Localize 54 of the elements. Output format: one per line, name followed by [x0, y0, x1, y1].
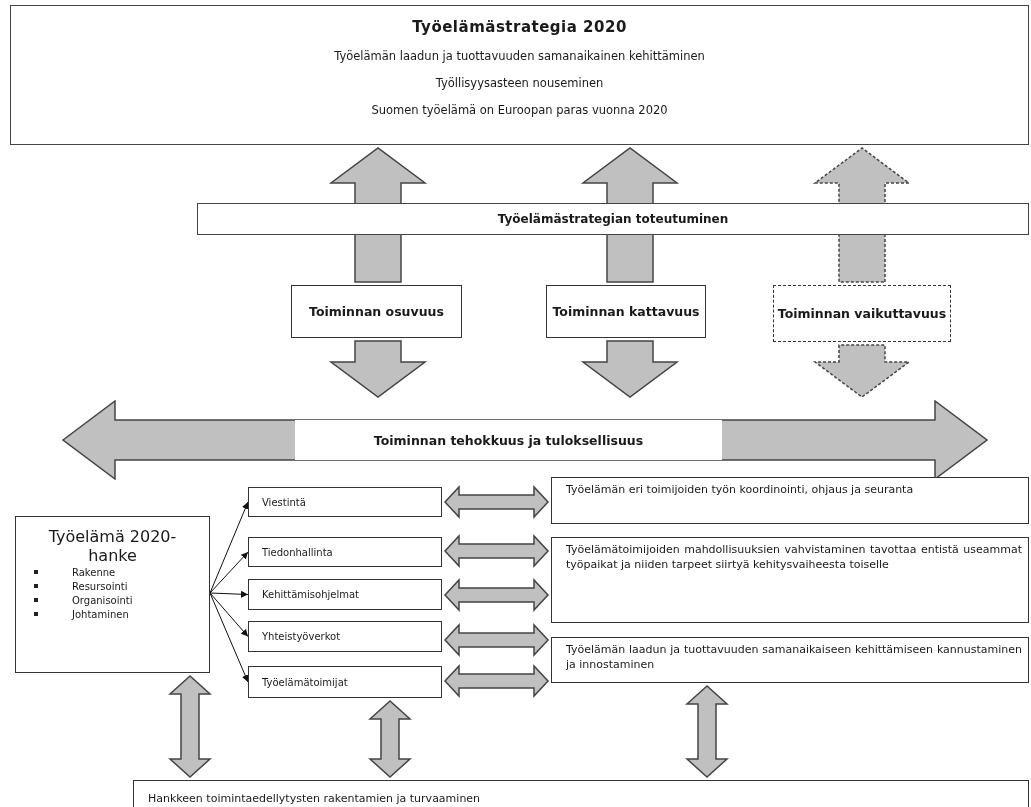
block-arrow [328, 340, 428, 398]
box-label: Työelämätoimijat [262, 676, 348, 688]
box-label: Työelämätoimijoiden mahdollisuuksien vahvistaminen tavottaa entistä useammat työpaikat ja niiden tarpeet siirtyä kehitysvaiheesta toiselle [566, 543, 1022, 572]
box-label: Toiminnan kattavuus [552, 304, 700, 319]
goal-box [10, 5, 1029, 145]
process-box [773, 285, 951, 342]
box-label: Toiminnan vaikuttavuus [777, 306, 947, 321]
process-box [248, 487, 442, 517]
box-label: Viestintä [262, 496, 306, 508]
box-label: Kehittämisohjelmat [262, 589, 359, 600]
box-label: Työelämän laadun ja tuottavuuden samanaikaiseen kehittämiseen kannustaminen ja innostaminen [566, 643, 1022, 672]
arrow [209, 501, 249, 594]
project-box [15, 516, 210, 673]
goal-text: Suomen työelämä on Euroopan paras vuonna 2020 [371, 103, 668, 117]
process-box [291, 285, 462, 338]
description-box [551, 637, 1029, 683]
list-item: Resursointi [72, 580, 128, 592]
box-label: Työelämästrategian toteutuminen [497, 212, 729, 226]
project-title: Työelämä 2020-hanke [47, 527, 178, 565]
double-block-arrow [443, 623, 550, 657]
double-block-arrow [168, 675, 212, 778]
list-item: Organisointi [72, 594, 133, 606]
process-box [248, 621, 442, 652]
list-item: Rakenne [72, 566, 116, 578]
process-box [546, 285, 706, 338]
box-label: Työelämän eri toimijoiden työn koordinointi, ohjaus ja seuranta [566, 483, 915, 498]
arrow [209, 551, 249, 594]
box-label: Hankkeen toimintaedellytysten rakentamien ja turvaaminen [148, 792, 481, 805]
double-block-arrow [443, 485, 550, 519]
box-label: Tiedonhallinta [262, 546, 333, 558]
band-label: Toiminnan tehokkuus ja tuloksellisuus [295, 420, 722, 460]
process-box [248, 579, 442, 610]
process-box [248, 537, 442, 567]
list-item: Johtaminen [72, 608, 129, 620]
block-arrow [812, 344, 912, 398]
double-block-arrow [443, 578, 550, 612]
goal-text: Työelämän laadun ja tuottavuuden samanaikainen kehittäminen [334, 49, 705, 63]
double-block-arrow [368, 700, 412, 778]
strategy-band [197, 203, 1029, 235]
process-box [248, 666, 442, 698]
double-block-arrow [443, 664, 550, 698]
box-label: Toiminnan osuvuus [309, 304, 444, 319]
arrow [209, 592, 249, 637]
description-box [551, 537, 1029, 623]
foundation-box [133, 780, 1029, 807]
arrow [209, 590, 249, 598]
arrow [209, 592, 249, 683]
description-box [551, 477, 1029, 524]
box-label: Yhteistyöverkot [262, 631, 341, 642]
double-block-arrow [685, 685, 729, 778]
block-arrow [580, 340, 680, 398]
double-block-arrow [443, 534, 550, 568]
heading: Työelämästrategia 2020 [412, 18, 627, 36]
goal-text: Työllisyysasteen nouseminen [435, 76, 604, 90]
